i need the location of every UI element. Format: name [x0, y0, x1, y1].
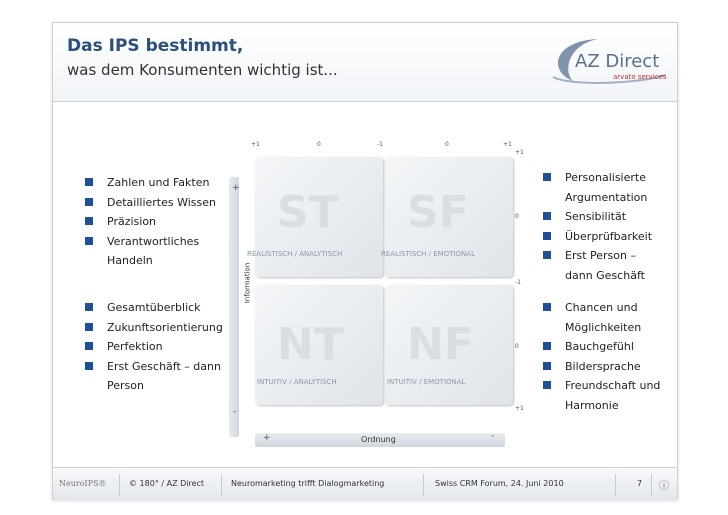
ips-matrix-diagram: + - Information +1 0 -1 0 +1 +1 0 -1 0 +… — [229, 139, 529, 457]
list-item: Bauchgefühl — [543, 337, 660, 357]
list-item: Erst Geschäft – dann — [85, 357, 223, 377]
footer-event: Swiss CRM Forum, 24. Juni 2010 — [435, 479, 564, 488]
page-number: 7 — [637, 479, 643, 488]
logo-text: AZ Direct — [575, 51, 660, 72]
quadrant-nf: NF INTUITIV / EMOTIONAL — [385, 285, 513, 405]
list-item-continuation: dann Geschäft — [565, 268, 645, 282]
bullet-icon — [543, 303, 551, 311]
divider — [651, 474, 652, 496]
slide-header: Das IPS bestimmt, was dem Konsumenten wi… — [53, 23, 677, 102]
list-item: Freundschaft und — [543, 376, 660, 396]
bullet-icon — [543, 251, 551, 259]
right-tick: 0 — [515, 343, 519, 350]
bullet-icon — [543, 342, 551, 350]
right-tick: +1 — [515, 149, 524, 156]
top-tick: 0 — [445, 141, 449, 148]
list-item: Zahlen und Fakten — [85, 173, 216, 193]
right-bottom-list: Chancen und Möglichkeiten Bauchgefühl Bi… — [543, 298, 660, 415]
right-tick: -1 — [515, 279, 521, 286]
quadrant-st: ST REALISTISCH / ANALYTISCH — [247, 157, 383, 277]
list-item: Überprüfbarkeit — [543, 227, 652, 247]
list-item: Präzision — [85, 212, 216, 232]
bullet-icon — [85, 361, 93, 370]
divider — [221, 474, 222, 496]
list-item: Zukunftsorientierung — [85, 318, 223, 338]
list-item-continuation: Möglichkeiten — [565, 320, 642, 334]
list-item-continuation: Harmonie — [565, 398, 619, 412]
left-bottom-list: Gesamtüberblick Zukunftsorientierung Per… — [85, 298, 223, 396]
az-direct-logo-icon — [552, 39, 666, 84]
information-axis-bar — [229, 177, 239, 437]
footer-copyright: © 180° / AZ Direct — [129, 479, 205, 488]
top-tick: 0 — [317, 141, 321, 148]
top-tick: -1 — [377, 141, 383, 148]
axis-minus: - — [491, 431, 495, 441]
bullet-icon — [543, 381, 551, 389]
bullet-icon — [85, 217, 93, 225]
quadrant-sf: SF REALISTISCH / EMOTIONAL — [381, 157, 513, 277]
list-item: Sensibilität — [543, 207, 652, 227]
divider — [423, 474, 424, 496]
bullet-icon — [543, 212, 551, 220]
slide-title: Das IPS bestimmt, — [67, 36, 244, 56]
divider — [119, 474, 120, 496]
right-tick: +1 — [515, 405, 524, 412]
list-item-continuation: Person — [107, 379, 144, 392]
list-item: Personalisierte — [543, 168, 652, 188]
divider — [615, 474, 616, 496]
footer-brand: NeuroIPS® — [59, 479, 107, 488]
axis-minus: - — [233, 407, 237, 417]
list-item: Erst Person – — [543, 246, 652, 266]
top-tick: +1 — [503, 141, 512, 148]
slide-subtitle: was dem Konsumenten wichtig ist... — [67, 61, 338, 79]
bullet-icon — [85, 197, 93, 206]
quadrant-nt: NT INTUITIV / ANALYTISCH — [255, 285, 383, 405]
bullet-icon — [85, 236, 93, 245]
bullet-icon — [543, 231, 551, 240]
bullet-icon — [85, 303, 93, 311]
bullet-icon — [85, 178, 93, 186]
top-tick: +1 — [251, 141, 260, 148]
logo-subtext: arvato services — [613, 73, 667, 81]
list-item-continuation: Argumentation — [565, 190, 648, 204]
list-item: Chancen und — [543, 298, 660, 318]
list-item: Bildersprache — [543, 357, 660, 377]
ordnung-axis-label: Ordnung — [361, 435, 396, 444]
slide: Das IPS bestimmt, was dem Konsumenten wi… — [52, 22, 678, 500]
ordnung-axis-bar — [255, 433, 505, 447]
info-icon[interactable]: ⓘ — [659, 481, 669, 492]
bullet-icon — [543, 173, 551, 181]
right-tick: 0 — [515, 213, 519, 220]
bullet-icon — [85, 342, 93, 350]
footer-topic: Neuromarketing trifft Dialogmarketing — [231, 479, 385, 488]
axis-plus: + — [263, 433, 271, 443]
list-item: Perfektion — [85, 337, 223, 357]
bullet-icon — [543, 361, 551, 370]
information-axis-label: Information — [243, 262, 252, 304]
axis-plus: + — [232, 183, 240, 193]
right-top-list: Personalisierte Argumentation Sensibilit… — [543, 168, 652, 285]
list-item-continuation: Handeln — [107, 254, 153, 267]
bullet-icon — [85, 322, 93, 331]
list-item: Detailliertes Wissen — [85, 193, 216, 213]
list-item: Gesamtüberblick — [85, 298, 223, 318]
list-item: Verantwortliches — [85, 232, 216, 252]
slide-footer: NeuroIPS® © 180° / AZ Direct Neuromarket… — [53, 467, 677, 500]
left-top-list: Zahlen und Fakten Detailliertes Wissen P… — [85, 173, 216, 271]
